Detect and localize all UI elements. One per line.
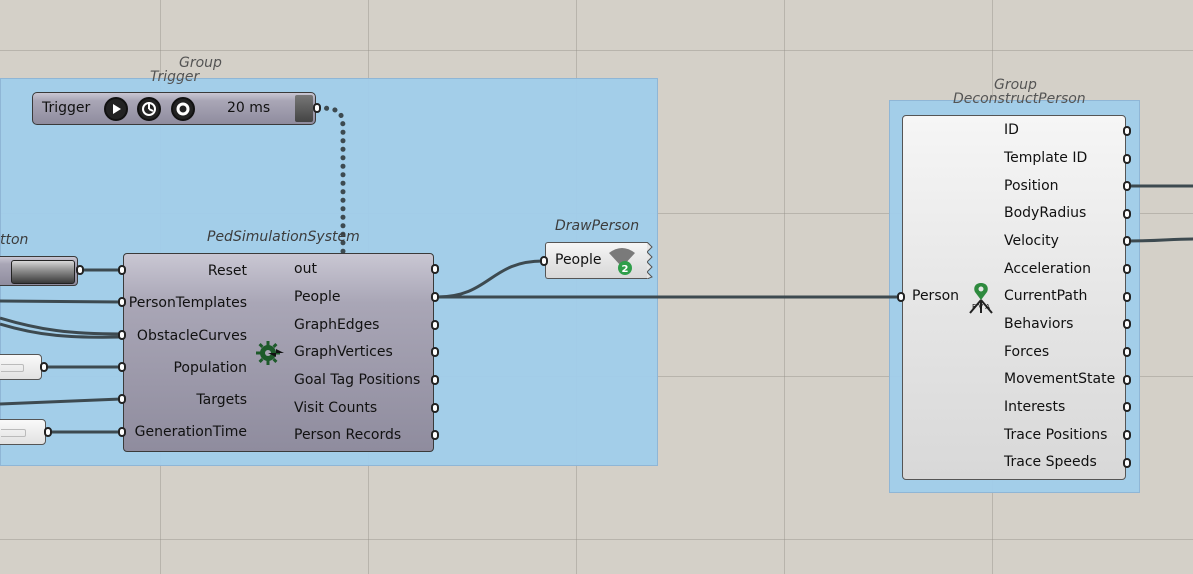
input-generationtime: GenerationTime xyxy=(134,424,247,440)
left-group-sublabel: Trigger xyxy=(150,69,200,85)
input-grip-obstaclecurves[interactable] xyxy=(118,330,126,340)
obstaclecurves-wire-a xyxy=(0,316,122,336)
input-grip-targets[interactable] xyxy=(118,394,126,404)
output-movementstate: MovementState xyxy=(1004,371,1116,387)
drawperson-input-grip[interactable] xyxy=(540,256,548,266)
velocity-out-wire xyxy=(1127,237,1193,243)
play-icon[interactable] xyxy=(104,97,128,121)
people-to-draw-wire xyxy=(436,259,544,299)
output-behaviors: Behaviors xyxy=(1004,316,1074,332)
trigger-output-grip[interactable] xyxy=(313,103,321,113)
button-output-grip[interactable] xyxy=(76,265,84,275)
drawperson-badge: 2 xyxy=(622,264,629,275)
targets-wire xyxy=(0,397,122,406)
stop-icon[interactable] xyxy=(171,97,195,121)
output-graphvertices: GraphVertices xyxy=(294,344,393,360)
input-persontemplates: PersonTemplates xyxy=(128,295,247,311)
left-group-label: Group xyxy=(179,55,222,71)
population-slider[interactable] xyxy=(0,354,42,380)
output-grip-velocity[interactable] xyxy=(1123,236,1131,246)
output-graphedges: GraphEdges xyxy=(294,317,380,333)
output-acceleration: Acceleration xyxy=(1004,261,1091,277)
output-grip-templateid[interactable] xyxy=(1123,154,1131,164)
reset-step-icon[interactable] xyxy=(137,97,161,121)
output-visitcounts: Visit Counts xyxy=(294,400,378,416)
generationtime-slider-grip[interactable] xyxy=(44,427,52,437)
input-obstaclecurves: ObstacleCurves xyxy=(136,328,247,344)
right-group-sublabel: DeconstructPerson xyxy=(953,91,1086,107)
output-grip-graphvertices[interactable] xyxy=(431,347,439,357)
input-grip-population[interactable] xyxy=(118,362,126,372)
output-grip-bodyradius[interactable] xyxy=(1123,209,1131,219)
output-forces: Forces xyxy=(1004,344,1050,360)
pedsim-component[interactable]: Reset PersonTemplates ObstacleCurves Pop… xyxy=(123,253,434,452)
drawperson-component[interactable]: People 2 xyxy=(545,242,653,279)
deconstruct-input-label: Person xyxy=(912,288,960,304)
output-grip-goaltagpositions[interactable] xyxy=(431,375,439,385)
output-grip-personrecords[interactable] xyxy=(431,430,439,440)
output-grip-tracespeeds[interactable] xyxy=(1123,458,1131,468)
generationtime-slider[interactable] xyxy=(0,419,46,445)
button-component[interactable] xyxy=(0,256,78,286)
trigger-interval[interactable]: 20 ms xyxy=(227,100,271,116)
output-grip-currentpath[interactable] xyxy=(1123,292,1131,302)
pin-fva-icon: F V A xyxy=(965,281,997,315)
output-grip-id[interactable] xyxy=(1123,126,1131,136)
button-face[interactable] xyxy=(11,260,75,284)
drawperson-zigzag xyxy=(647,242,653,279)
input-grip-generationtime[interactable] xyxy=(118,427,126,437)
obstaclecurves-wire-b xyxy=(0,322,122,339)
output-velocity: Velocity xyxy=(1004,233,1059,249)
output-grip-acceleration[interactable] xyxy=(1123,264,1131,274)
output-grip-tracepositions[interactable] xyxy=(1123,430,1131,440)
person-cone-icon: 2 xyxy=(606,245,638,277)
output-grip-graphedges[interactable] xyxy=(431,320,439,330)
output-grip-behaviors[interactable] xyxy=(1123,319,1131,329)
drawperson-title: DrawPerson xyxy=(555,218,640,234)
output-templateid: Template ID xyxy=(1004,150,1088,166)
output-grip-visitcounts[interactable] xyxy=(431,403,439,413)
gear-cursor-icon xyxy=(255,338,285,368)
output-interests: Interests xyxy=(1004,399,1066,415)
button-title-partial: tton xyxy=(0,232,29,248)
output-out: out xyxy=(294,261,317,277)
output-tracespeeds: Trace Speeds xyxy=(1004,454,1097,470)
pin-fva-letters: F V A xyxy=(971,303,991,311)
right-group-label: Group xyxy=(994,77,1037,93)
persontemplates-wire xyxy=(0,299,122,304)
population-slider-rail xyxy=(1,364,24,372)
output-grip-forces[interactable] xyxy=(1123,347,1131,357)
input-targets: Targets xyxy=(196,392,247,408)
output-position: Position xyxy=(1004,178,1059,194)
trigger-handle[interactable] xyxy=(295,95,313,122)
output-id: ID xyxy=(1004,122,1019,138)
trigger-wire xyxy=(315,105,346,257)
input-population: Population xyxy=(173,360,247,376)
deconstruct-input-grip[interactable] xyxy=(897,292,905,302)
input-reset: Reset xyxy=(207,263,247,279)
output-personrecords: Person Records xyxy=(294,427,402,443)
drawperson-param-label: People xyxy=(555,252,602,268)
output-grip-people[interactable] xyxy=(431,292,439,302)
generationtime-slider-rail xyxy=(1,429,26,437)
deconstruct-component[interactable]: Person F V A ID Template ID Position Bod… xyxy=(902,115,1126,480)
output-people: People xyxy=(294,289,341,305)
input-grip-reset[interactable] xyxy=(118,265,126,275)
trigger-component[interactable]: Trigger 20 ms xyxy=(32,92,316,125)
output-goaltagpositions: Goal Tag Positions xyxy=(294,372,421,388)
input-grip-persontemplates[interactable] xyxy=(118,297,126,307)
output-currentpath: CurrentPath xyxy=(1004,288,1088,304)
output-grip-movementstate[interactable] xyxy=(1123,375,1131,385)
output-tracepositions: Trace Positions xyxy=(1004,427,1108,443)
output-grip-position[interactable] xyxy=(1123,181,1131,191)
output-grip-out[interactable] xyxy=(431,264,439,274)
output-bodyradius: BodyRadius xyxy=(1004,205,1087,221)
population-slider-grip[interactable] xyxy=(40,362,48,372)
pedsim-title: PedSimulationSystem xyxy=(207,229,360,245)
trigger-label: Trigger xyxy=(42,100,91,116)
output-grip-interests[interactable] xyxy=(1123,402,1131,412)
